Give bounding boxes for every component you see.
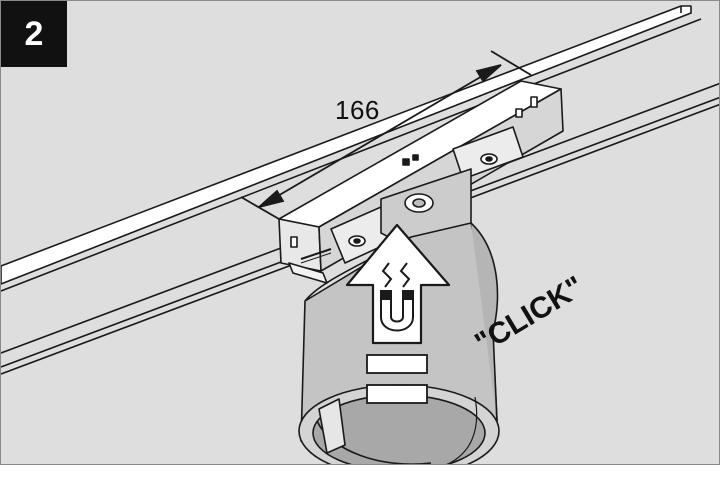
up-arrow-icon	[345, 223, 451, 345]
dimension-line	[240, 50, 532, 220]
magnet-icon	[380, 290, 414, 332]
magnetic-force-icon	[381, 262, 411, 288]
alignment-marks	[366, 354, 428, 404]
assembly-illustration	[1, 5, 719, 464]
illustration-frame: 2 166 "CLICK"	[0, 0, 720, 465]
dimension-label: 166	[335, 95, 380, 125]
step-number: 2	[1, 1, 67, 67]
